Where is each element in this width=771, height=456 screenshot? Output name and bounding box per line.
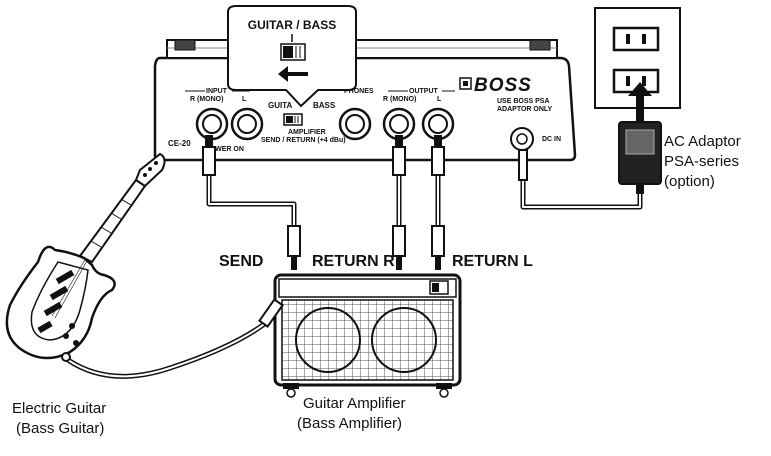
amp-label: Guitar Amplifier <box>303 395 406 412</box>
plug-output-l <box>431 135 445 176</box>
plug-amp-input <box>258 298 284 328</box>
input-l-label: L <box>242 96 247 103</box>
guitar-amplifier <box>273 273 462 398</box>
input-r-mono-label: R (MONO) <box>190 96 223 103</box>
ac-adaptor-option-label: (option) <box>664 173 715 190</box>
model-label: CE-20 <box>168 139 191 148</box>
amp-speaker-left <box>295 307 361 373</box>
amp-control-panel <box>278 278 457 298</box>
send-label: SEND <box>219 253 263 270</box>
electric-guitar <box>5 152 166 362</box>
adaptor-note-line1: USE BOSS PSA <box>497 98 550 105</box>
callout-switch-label: GUITAR / BASS <box>248 18 336 32</box>
brand-name: BOSS <box>474 75 532 96</box>
ac-adaptor-label: AC Adaptor <box>664 133 741 150</box>
send-return-level-label: SEND / RETURN (+4 dBu) <box>261 137 346 144</box>
ac-adaptor-series-label: PSA-series <box>664 153 739 170</box>
dc-in-jack[interactable] <box>510 127 534 151</box>
output-jack-l[interactable] <box>421 107 455 141</box>
arrow-up-icon <box>628 82 652 122</box>
plug-dc <box>518 149 528 181</box>
amp-sub-label: (Bass Amplifier) <box>297 415 402 432</box>
plug-return-l <box>431 225 445 270</box>
output-section: OUTPUT R (MONO) L <box>383 88 455 103</box>
ac-adaptor <box>618 121 662 194</box>
output-r-mono-label: R (MONO) <box>383 96 416 103</box>
input-jack-r[interactable] <box>195 107 229 141</box>
switch-callout: GUITAR / BASS <box>227 5 357 108</box>
plug-output-r <box>392 135 406 176</box>
output-jack-r[interactable] <box>382 107 416 141</box>
input-jack-l[interactable] <box>230 107 264 141</box>
output-l-label: L <box>437 96 442 103</box>
guitar-label: Electric Guitar <box>12 400 106 417</box>
plug-return-r <box>392 225 406 270</box>
switch-left-label: GUITA <box>268 101 293 110</box>
phones-jack[interactable] <box>338 107 372 141</box>
amp-speaker-right <box>371 307 437 373</box>
guitar-bass-switch[interactable]: GUITA BASS <box>268 101 336 126</box>
amplifier-label: AMPLIFIER <box>288 129 326 136</box>
dc-in-label: DC IN <box>542 136 561 143</box>
adaptor-note-line2: ADAPTOR ONLY <box>497 106 553 113</box>
send-cable <box>206 175 297 226</box>
guitar-sub-label: (Bass Guitar) <box>16 420 104 437</box>
input-label: INPUT <box>206 88 228 95</box>
return-l-label: RETURN L <box>452 253 533 270</box>
output-label: OUTPUT <box>409 88 439 95</box>
return-r-label: RETURN R <box>312 253 395 270</box>
brand-logo: BOSS <box>459 75 532 96</box>
plug-send <box>287 225 301 270</box>
arrow-left-icon <box>278 66 308 82</box>
amp-grill <box>281 299 454 381</box>
switch-right-label: BASS <box>313 101 336 110</box>
phones-label: PHONES <box>344 88 374 95</box>
power-on-label: POWER ON <box>205 146 244 153</box>
plug-input-r <box>202 135 216 176</box>
